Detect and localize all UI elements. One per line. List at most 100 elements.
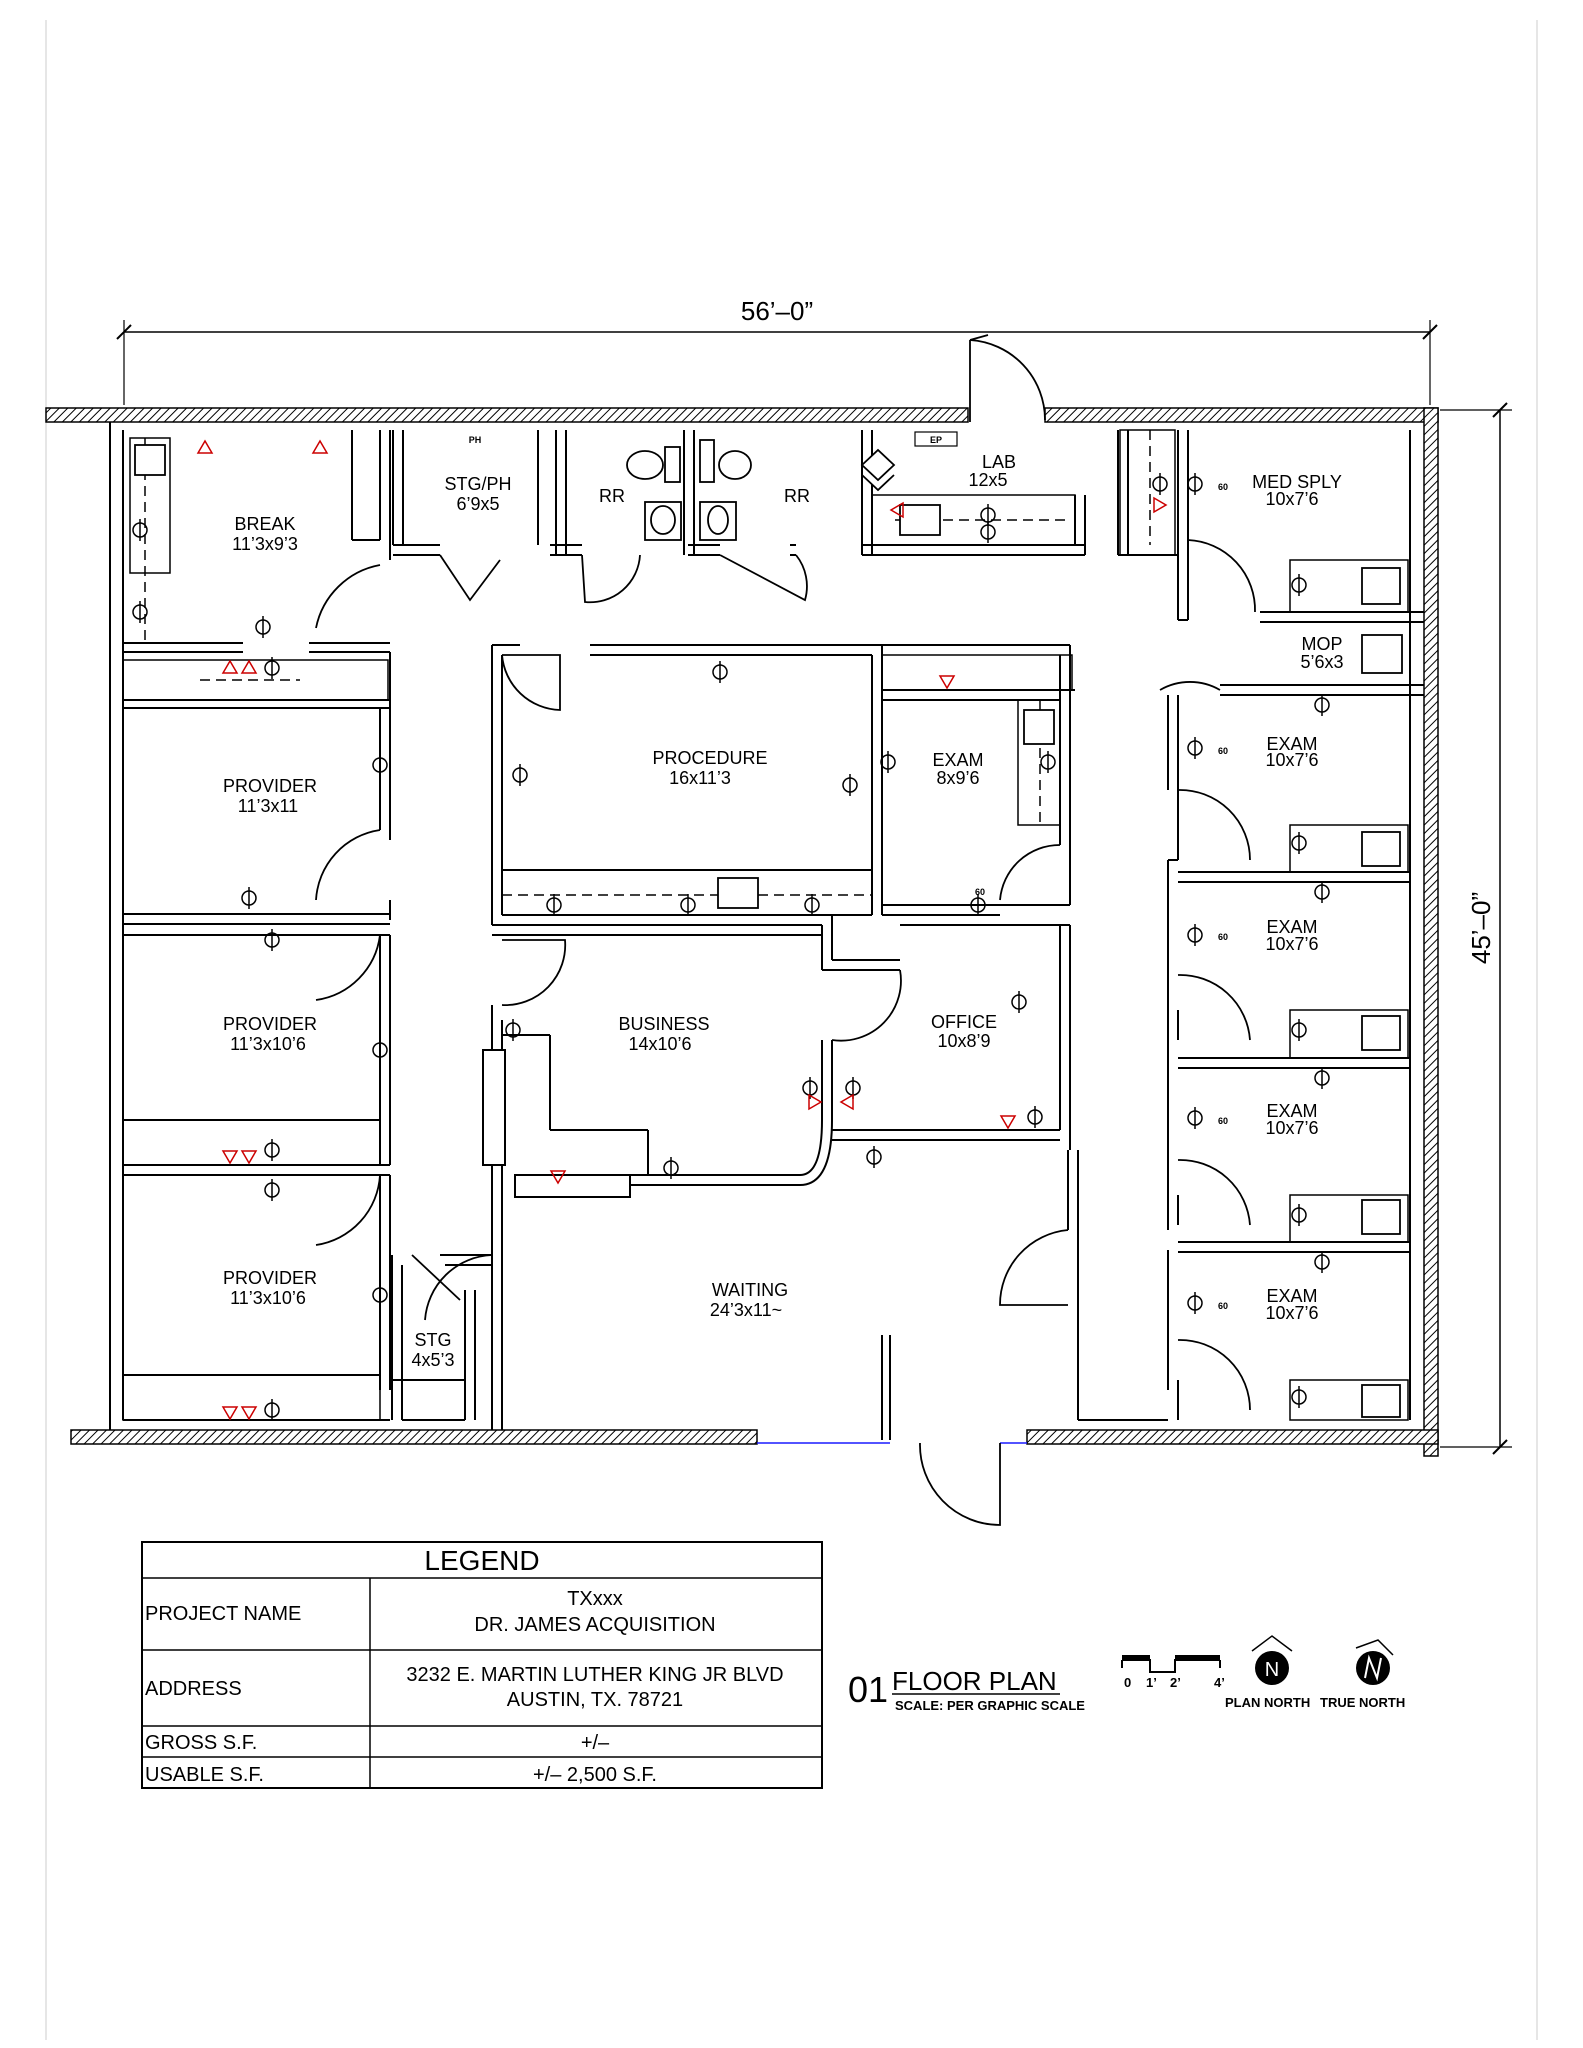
outlet-icon (372, 1284, 388, 1306)
device-triangle-icon (221, 1406, 239, 1421)
room-name: STG (414, 1330, 451, 1350)
room-size: 16x11’3 (669, 768, 731, 788)
device-triangle-icon (549, 1170, 567, 1185)
business-counters (482, 1049, 631, 1198)
room-name: PROCEDURE (652, 748, 767, 768)
legend-value: +/– 2,500 S.F. (533, 1764, 657, 1786)
device-triangle-icon (311, 439, 329, 454)
outlet-icon (663, 1157, 679, 1179)
scale-tick: 2’ (1170, 1675, 1181, 1690)
outlet-icon (264, 1399, 280, 1421)
room-rr-1: RR (599, 486, 625, 506)
room-name: BUSINESS (618, 1014, 709, 1034)
outlet-icon (505, 1019, 521, 1041)
outlet-icon (842, 774, 858, 796)
legend-label: GROSS S.F. (145, 1732, 257, 1754)
room-name: EXAM (1266, 917, 1317, 937)
device-triangle-icon (999, 1115, 1017, 1130)
outlet-icon (264, 1179, 280, 1201)
room-name: EXAM (1266, 1101, 1317, 1121)
legend-label: PROJECT NAME (145, 1603, 301, 1625)
casework (122, 429, 1409, 1421)
device-triangle-icon (240, 1150, 258, 1165)
legend-table: LEGEND PROJECT NAME TXxxx DR. JAMES ACQU… (141, 1541, 823, 1789)
legend-title: LEGEND (424, 1545, 539, 1576)
legend-value: 3232 E. MARTIN LUTHER KING JR BLVD (406, 1664, 783, 1686)
sixty-tag: 60 (1218, 482, 1228, 492)
device-triangle-icon (221, 1150, 239, 1165)
outlet-icon (1291, 832, 1307, 854)
outlet-icon (1291, 574, 1307, 596)
width-dimension: 56’–0” (116, 296, 1438, 405)
ep-tag: EP (930, 435, 942, 445)
scale-tick: 0 (1124, 1675, 1131, 1690)
legend-value: +/– (581, 1732, 610, 1754)
outlet-icon (1152, 473, 1168, 495)
room-size: 14x10’6 (628, 1034, 691, 1054)
room-size: 10x8’9 (937, 1031, 990, 1051)
height-dimension-label: 45’–0” (1466, 892, 1496, 964)
outlet-icon (1291, 1204, 1307, 1226)
outlet-icon (241, 887, 257, 909)
device-triangle-icon (196, 439, 214, 454)
outlet-icon (372, 1039, 388, 1061)
outlet-icon (264, 929, 280, 951)
room-name: EXAM (932, 750, 983, 770)
height-dimension: 45’–0” (1440, 402, 1512, 1455)
outlet-icon (1187, 737, 1203, 759)
room-name: EXAM (1266, 1286, 1317, 1306)
outlet-icon (132, 519, 148, 541)
room-size: 24’3x11~ (710, 1300, 782, 1320)
room-size: 6’9x5 (456, 494, 499, 514)
room-size: 11’3x11 (238, 796, 298, 816)
title-block: 01 FLOOR PLAN SCALE: PER GRAPHIC SCALE 0… (848, 1635, 1405, 1713)
room-size: 10x7’6 (1265, 934, 1318, 954)
outlet-icon (512, 764, 528, 786)
room-name: STG/PH (444, 474, 511, 494)
outlet-icon (1187, 1292, 1203, 1314)
room-size: 10x7’6 (1265, 489, 1318, 509)
room-size: 5’6x3 (1300, 652, 1343, 672)
legend-value: DR. JAMES ACQUISITION (474, 1614, 715, 1636)
outlet-icon (1314, 1067, 1330, 1089)
outlet-icon (1187, 473, 1203, 495)
sixty-tag: 60 (1218, 1116, 1228, 1126)
device-triangle-icon (938, 675, 956, 690)
outlet-icon (1314, 694, 1330, 716)
ph-tag: PH (469, 435, 482, 445)
legend-label: ADDRESS (145, 1678, 242, 1700)
north-letter: N (1265, 1659, 1279, 1681)
sixty-tag: 60 (975, 887, 985, 897)
tags: EP PH 60 60 60 60 60 60 (469, 431, 1228, 1311)
room-name: WAITING (712, 1280, 788, 1300)
outlet-icon (1187, 924, 1203, 946)
room-size: 11’3x10’6 (230, 1288, 306, 1308)
room-size: 12x5 (968, 470, 1007, 490)
room-name: RR (599, 486, 625, 506)
scale-tick: 4’ (1214, 1675, 1225, 1690)
outlet-icon (1027, 1106, 1043, 1128)
device-triangle-icon (839, 1093, 854, 1111)
outlet-icon (866, 1146, 882, 1168)
outlet-icon (1314, 881, 1330, 903)
outlet-icon (970, 894, 986, 916)
outlet-icon (1291, 1019, 1307, 1041)
sixty-tag: 60 (1218, 1301, 1228, 1311)
width-dimension-label: 56’–0” (741, 296, 813, 326)
room-name: PROVIDER (223, 776, 317, 796)
